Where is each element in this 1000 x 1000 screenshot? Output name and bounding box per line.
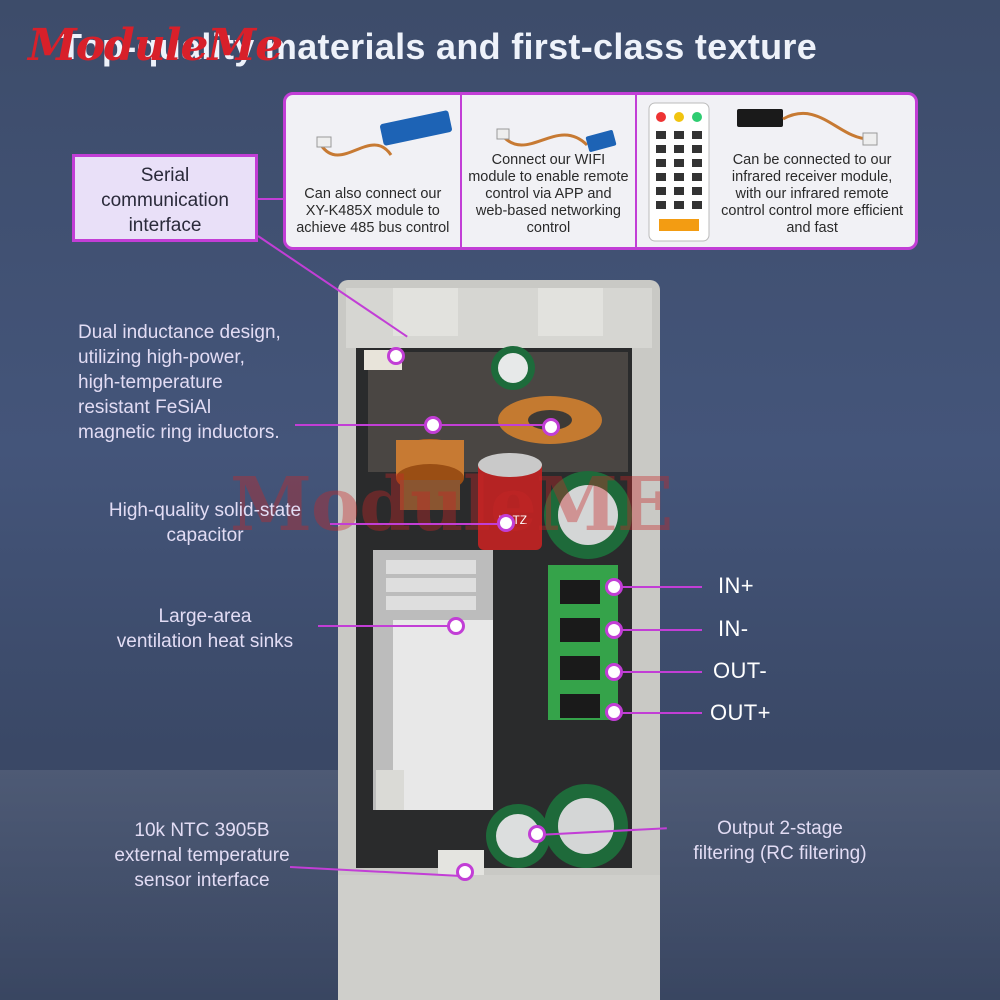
accessory-rs485: Can also connect our XY-K485X module to …: [286, 95, 462, 247]
ntc-dot: [456, 863, 474, 881]
wifi-module-icon: [496, 128, 616, 152]
inductor-dot-left: [424, 416, 442, 434]
in-plus-line: [614, 586, 702, 588]
accessory-wifi: Connect our WIFI module to enable remote…: [462, 95, 638, 247]
watermark: ModuleME: [230, 462, 673, 548]
accessory-wifi-text: Connect our WIFI module to enable remote…: [468, 152, 629, 236]
capacitor-note: High-quality solid-state capacitor: [108, 500, 302, 546]
inductor-note: Dual inductance design, utilizing high-p…: [78, 322, 281, 443]
out-plus-line: [614, 712, 702, 714]
page-title: Top-quality materials and first-class te…: [60, 26, 818, 67]
brand-logo: ModuleMe: [28, 20, 283, 71]
terminal-out-minus: OUT-: [713, 658, 768, 683]
infrared-receiver-icon: [737, 109, 878, 146]
terminal-block: [548, 565, 618, 720]
out-plus-dot: [605, 703, 623, 721]
heatsink-dot: [447, 617, 465, 635]
terminal-out-plus: OUT+: [710, 700, 771, 725]
inductor-left: [396, 439, 464, 510]
in-plus-dot: [605, 578, 623, 596]
accessory-rs485-text: Can also connect our XY-K485X module to …: [296, 186, 450, 236]
in-minus-line: [614, 629, 702, 631]
accessory-infrared-text: Can be connected to our infrared receive…: [721, 152, 904, 236]
capacitor-dot: [497, 514, 515, 532]
filtering-note: Output 2-stage filtering (RC filtering): [693, 818, 867, 864]
terminal-in-minus: IN-: [718, 616, 749, 641]
out-minus-line: [614, 671, 702, 673]
terminal-in-plus: IN+: [718, 573, 755, 598]
serial-interface-callout: Serial communication interface: [72, 154, 258, 242]
rs485-module-icon: [316, 110, 452, 157]
in-minus-dot: [605, 621, 623, 639]
heat-sink: [373, 550, 493, 810]
ntc-note: 10k NTC 3905B external temperature senso…: [114, 820, 290, 891]
accessory-infrared: Can be connected to our infrared receive…: [637, 95, 915, 247]
serial-dot: [387, 347, 405, 365]
infrared-remote-icon: [648, 102, 710, 242]
out-minus-dot: [605, 663, 623, 681]
inductor-dot-right: [542, 418, 560, 436]
capacitor-line: [330, 523, 510, 525]
heatsink-note: Large-area ventilation heat sinks: [116, 606, 294, 652]
filtering-dot: [528, 825, 546, 843]
heatsink-line: [318, 625, 454, 627]
module-photo: RLTZ: [338, 280, 660, 1000]
serial-line-a: [258, 198, 285, 200]
accessory-panel: Can also connect our XY-K485X module to …: [283, 92, 918, 250]
